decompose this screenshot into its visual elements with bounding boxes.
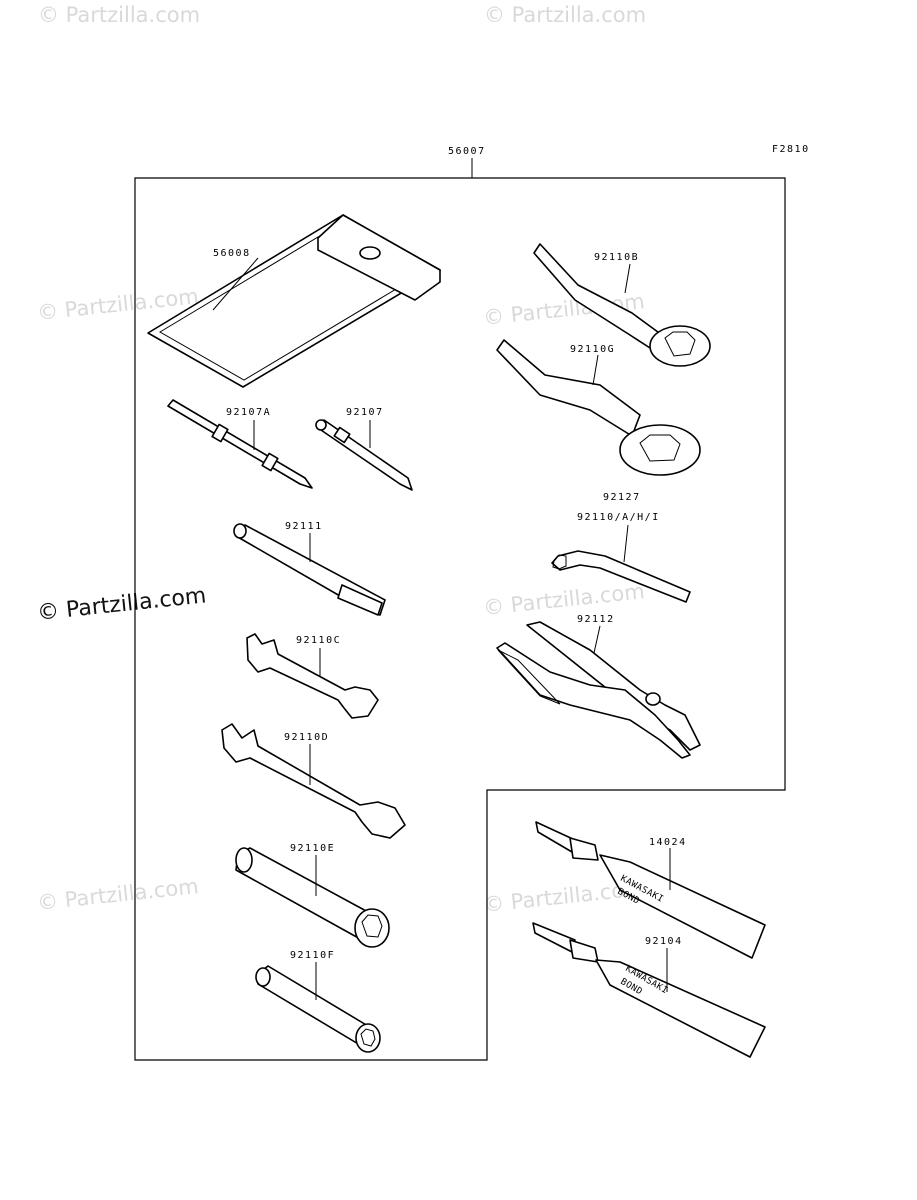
watermark: © Partzilla.com [36, 874, 200, 915]
wrench-92110d: 92110D [221, 723, 406, 839]
hex-key-92127: 92127 92110/A/H/I [551, 492, 691, 603]
watermark: © Partzilla.com [38, 3, 200, 27]
part-label-92110g: 92110G [570, 344, 615, 355]
part-label-92127: 92127 [603, 492, 641, 503]
bond-tube-14024: KAWASAKI BOND 14024 [535, 821, 766, 959]
bond-tube-92104: KAWASAKI BOND 92104 [532, 922, 766, 1058]
wrench-92110c: 92110C [246, 633, 379, 719]
part-label-56007: 56007 [448, 146, 486, 157]
part-label-92110d: 92110D [284, 732, 329, 743]
part-label-92104: 92104 [645, 936, 683, 947]
part-label-92110c: 92110C [296, 635, 341, 646]
part-label-92107: 92107 [346, 407, 384, 418]
part-label-92110f: 92110F [290, 950, 335, 961]
part-label-56008: 56008 [213, 248, 251, 259]
part-label-92110-a-h-i: 92110/A/H/I [577, 512, 660, 523]
part-label-92110e: 92110E [290, 843, 335, 854]
ring-spanner-92110b: 92110B [533, 243, 711, 367]
part-label-14024: 14024 [649, 837, 687, 848]
handle-92111: 92111 [233, 521, 386, 616]
screwdriver-92107: 92107 [315, 407, 413, 491]
watermarks: © Partzilla.com © Partzilla.com © Partzi… [36, 3, 646, 917]
watermark: © Partzilla.com [482, 579, 646, 620]
part-label-92110b: 92110B [594, 252, 639, 263]
figure-code: F2810 [772, 144, 810, 155]
watermark: © Partzilla.com [484, 3, 646, 27]
tool-pouch: 56008 [147, 214, 441, 388]
screwdriver-92107a: 92107A [167, 399, 313, 489]
pliers-92112: 92112 [496, 614, 701, 759]
socket-92110f: 92110F [255, 950, 381, 1053]
watermark-dark: © Partzilla.com [36, 583, 207, 626]
part-label-92107a: 92107A [226, 407, 271, 418]
part-label-92111: 92111 [285, 521, 323, 532]
ring-spanner-92110g: 92110G [496, 339, 701, 476]
part-label-92112: 92112 [577, 614, 615, 625]
kit-boundary [134, 177, 786, 1061]
socket-92110e: 92110E [235, 843, 390, 948]
